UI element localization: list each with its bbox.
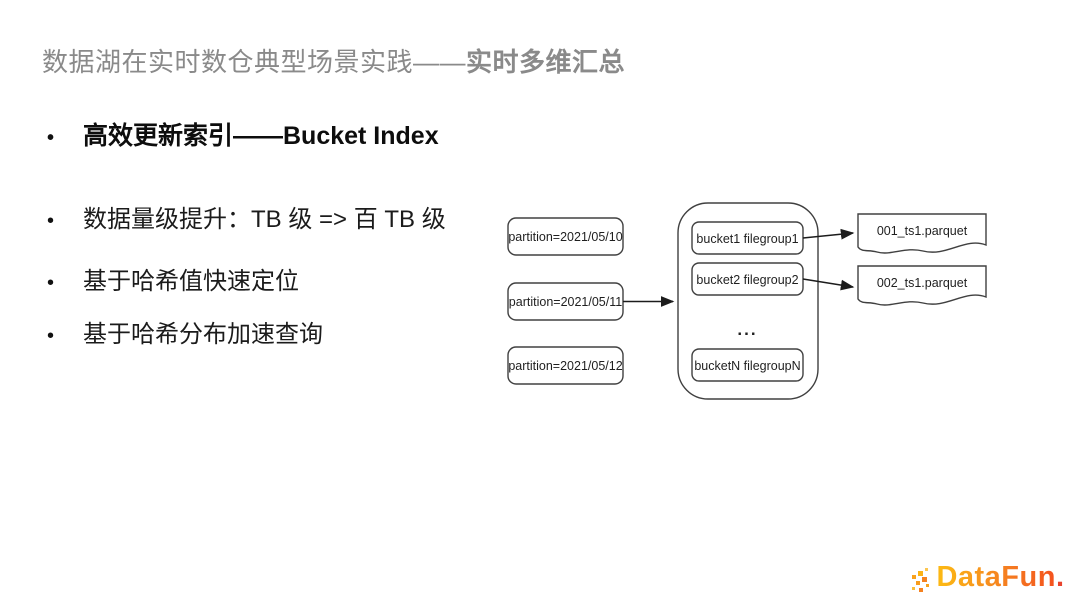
page-title-prefix: 数据湖在实时数仓典型场景实践—— — [42, 47, 467, 77]
bullet-item-label: 数据量级提升：TB 级 => 百 TB 级 — [83, 206, 446, 233]
bullet-marker: • — [47, 210, 55, 232]
partition-box-2-label: partition=2021/05/11 — [509, 295, 622, 309]
pixel-cluster-icon — [912, 568, 930, 592]
logo-period: . — [1055, 561, 1064, 593]
parquet-file-1-label: 001_ts1.parquet — [877, 224, 968, 238]
page-title-emphasis: 实时多维汇总 — [466, 47, 626, 77]
bullet-heading: • 高效更新索引——Bucket Index — [47, 116, 439, 152]
bucket-ellipsis: ... — [737, 320, 757, 339]
partition-box-3 — [507, 346, 624, 385]
bucket-index-diagram: partition=2021/05/10 partition=2021/05/1… — [507, 202, 987, 400]
bucket-box-1-label: bucket1 filegroup1 — [696, 232, 798, 246]
bucket-box-2-label: bucket2 filegroup2 — [696, 273, 798, 287]
datafun-logo: DataFun. — [911, 561, 1064, 594]
partition-box-1-label: partition=2021/05/10 — [508, 230, 622, 244]
parquet-file-2-label: 002_ts1.parquet — [877, 276, 968, 290]
logo-wordmark: DataFun — [936, 561, 1056, 593]
partition-box-3-label: partition=2021/05/12 — [508, 359, 622, 373]
bullet-item-label: 基于哈希值快速定位 — [83, 268, 299, 295]
bullet-item: • 数据量级提升：TB 级 => 百 TB 级 — [47, 199, 446, 234]
arrow-bucket2-to-file2 — [802, 278, 855, 291]
bullet-heading-label: 高效更新索引——Bucket Index — [83, 122, 439, 150]
parquet-file-2 — [857, 265, 987, 306]
bullet-item-label: 基于哈希分布加速查询 — [83, 321, 323, 348]
parquet-file-1 — [857, 213, 987, 254]
partition-box-1 — [507, 217, 624, 256]
page-title: 数据湖在实时数仓典型场景实践——实时多维汇总 — [42, 42, 625, 79]
bullet-marker: • — [47, 325, 55, 347]
arrow-bucket1-to-file1 — [802, 228, 855, 240]
bucket-box-n — [691, 348, 804, 382]
bullet-marker: • — [47, 127, 55, 149]
bullet-item: • 基于哈希值快速定位 — [47, 261, 299, 296]
bullet-item: • 基于哈希分布加速查询 — [47, 314, 323, 349]
bullet-marker: • — [47, 272, 55, 294]
bucket-box-n-label: bucketN filegroupN — [694, 359, 800, 373]
